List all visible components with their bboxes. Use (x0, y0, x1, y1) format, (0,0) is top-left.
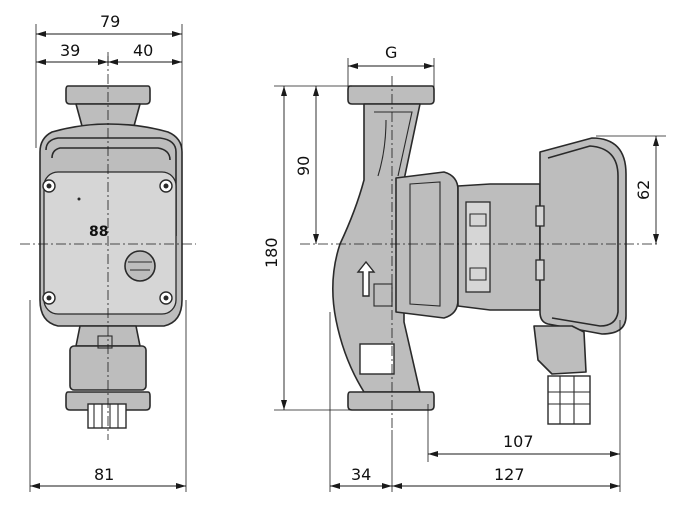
front-control-knob (124, 250, 156, 282)
flow-direction-arrow (356, 260, 376, 297)
side-top-flange (347, 85, 435, 105)
dimension-labels: 79 39 40 81 G 90 180 62 107 34 127 (60, 12, 653, 484)
front-view: 88 (20, 56, 196, 440)
front-control-panel (43, 171, 177, 315)
side-cable-connector (533, 325, 587, 375)
dim-label-39: 39 (60, 41, 80, 60)
front-screw-tl (42, 179, 56, 193)
dim-label-107: 107 (503, 432, 534, 451)
side-motor-ring (395, 171, 459, 319)
side-electronics-module (539, 137, 627, 335)
dimension-lines (29, 24, 666, 492)
dim-label-34: 34 (351, 465, 371, 484)
dim-label-62: 62 (634, 180, 653, 200)
dim-label-180: 180 (262, 237, 281, 268)
front-screw-br (159, 291, 173, 305)
front-handle-band (45, 137, 177, 236)
front-screw-tr (159, 179, 173, 193)
dim-label-g: G (385, 43, 397, 62)
dim-label-127: 127 (494, 465, 525, 484)
front-display-symbol: 88 (89, 224, 108, 240)
dim-label-90: 90 (294, 156, 313, 176)
side-bottom-flange (347, 391, 435, 411)
side-lower-window (359, 343, 395, 375)
dim-label-79: 79 (100, 12, 120, 31)
side-view (300, 76, 660, 430)
side-cable-gland (547, 375, 591, 425)
dim-label-40: 40 (133, 41, 153, 60)
dim-label-81: 81 (94, 465, 114, 484)
front-screw-bl (42, 291, 56, 305)
